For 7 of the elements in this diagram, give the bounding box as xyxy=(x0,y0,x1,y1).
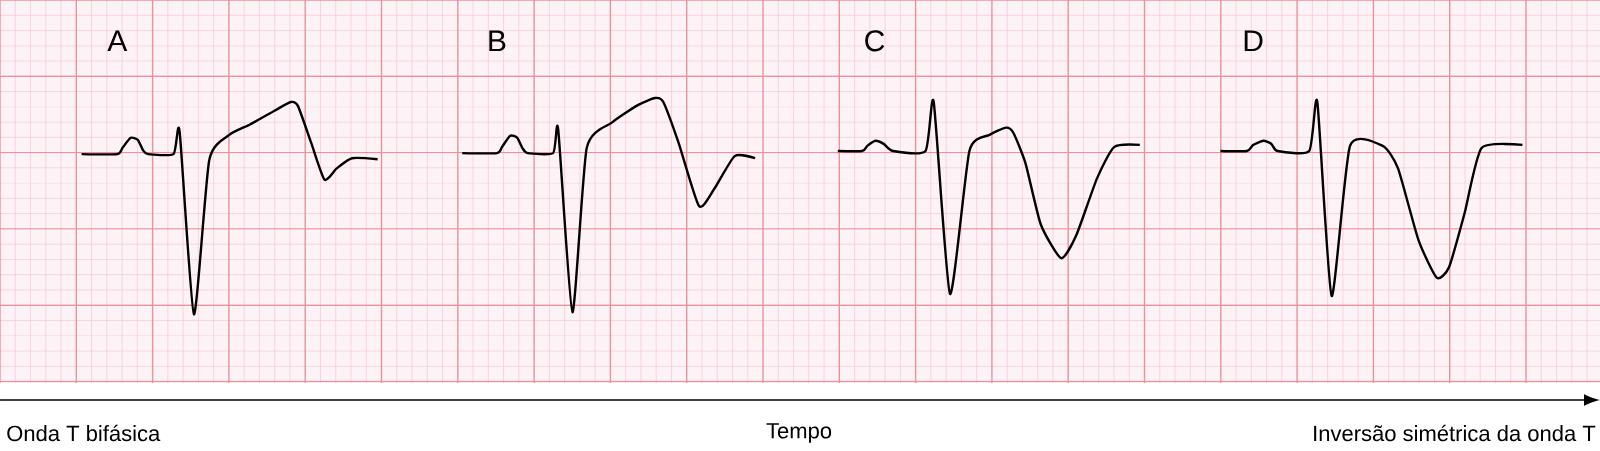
panel-letter: B xyxy=(489,30,506,52)
axis-label: Tempo xyxy=(766,423,832,443)
axis-label: Inversão simétrica da onda T xyxy=(1314,424,1596,442)
panel-letter: C xyxy=(865,30,885,52)
panel-letter: A xyxy=(107,30,128,52)
axis-label: Onda T bifásica xyxy=(7,424,161,442)
panel-letter: D xyxy=(1244,30,1263,52)
